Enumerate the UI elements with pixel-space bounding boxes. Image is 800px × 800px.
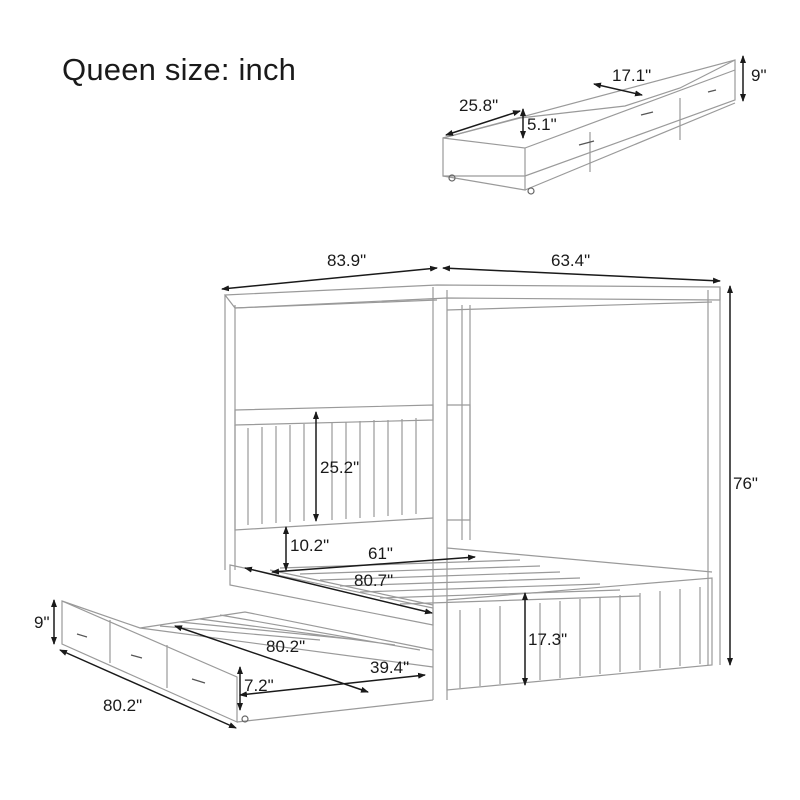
footboard-height-label: 17.3"	[528, 630, 568, 649]
drawer-depth-label: 25.8"	[459, 96, 499, 115]
bed-width-label: 63.4"	[551, 251, 591, 270]
trundle-inner-height-label: 7.2"	[244, 676, 274, 695]
drawer-dimension-lines	[445, 55, 746, 139]
trundle-inner-length-label: 80.2"	[266, 637, 306, 656]
drawer-inner-height-label: 5.1"	[527, 115, 557, 134]
trundle-dimension-lines	[51, 599, 426, 729]
bed-dimension-lines	[221, 265, 733, 686]
diagram-title: Queen size: inch	[62, 52, 297, 87]
drawer-width-label: 17.1"	[612, 66, 652, 85]
storage-drawer-illustration	[442, 59, 736, 195]
headboard-height-label: 25.2"	[320, 458, 360, 477]
inner-width-label: 61"	[368, 544, 393, 563]
drawer-height-label: 9"	[751, 66, 767, 85]
trundle-inner-width-label: 39.4"	[370, 658, 410, 677]
bed-length-label: 83.9"	[327, 251, 367, 270]
inner-length-label: 80.7"	[354, 571, 394, 590]
headboard-gap-label: 10.2"	[290, 536, 330, 555]
trundle-length-label: 80.2"	[103, 696, 143, 715]
bed-height-label: 76"	[733, 474, 758, 493]
trundle-height-label: 9"	[34, 613, 50, 632]
